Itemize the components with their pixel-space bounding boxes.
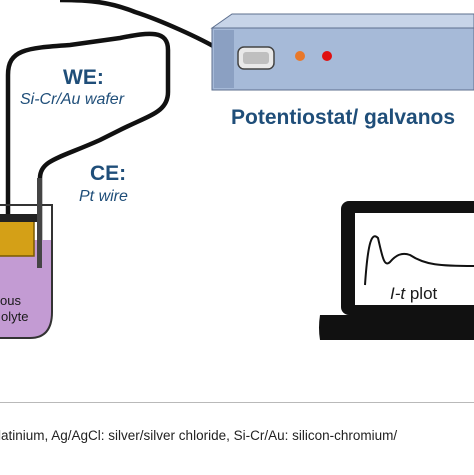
it-curve bbox=[364, 235, 474, 286]
working-electrode-wafer bbox=[0, 217, 35, 257]
electrochemical-cell bbox=[0, 178, 53, 339]
potentiostat-device bbox=[210, 13, 474, 91]
laptop bbox=[319, 201, 474, 340]
counter-electrode-wire bbox=[37, 178, 42, 268]
electrolyte-label-line1: ous bbox=[0, 293, 21, 308]
laptop-base bbox=[319, 315, 474, 340]
we-material-label: Si-Cr/Au wafer bbox=[20, 91, 125, 108]
orange-led-icon bbox=[295, 51, 305, 61]
caption-text: latinium, Ag/AgCl: silver/silver chlorid… bbox=[0, 428, 398, 443]
red-led-icon bbox=[322, 51, 332, 61]
laptop-screen bbox=[355, 213, 474, 305]
ce-material-label: Pt wire bbox=[79, 188, 128, 205]
plot-label-suffix: plot bbox=[405, 284, 438, 303]
beaker-outline bbox=[0, 204, 53, 339]
plot-label-prefix: I-t bbox=[390, 284, 406, 303]
ce-title: CE: bbox=[90, 162, 127, 185]
we-title: WE: bbox=[63, 66, 104, 89]
plot-label: I-t plot bbox=[390, 284, 437, 304]
we-cable bbox=[5, 31, 171, 265]
instrument-label: Potentiostat/ galvanos bbox=[231, 106, 456, 129]
caption-bar bbox=[0, 402, 474, 475]
wafer-clip bbox=[0, 214, 38, 222]
ce-cable bbox=[59, 0, 222, 52]
electrolyte-label-line2: olyte bbox=[1, 309, 29, 324]
